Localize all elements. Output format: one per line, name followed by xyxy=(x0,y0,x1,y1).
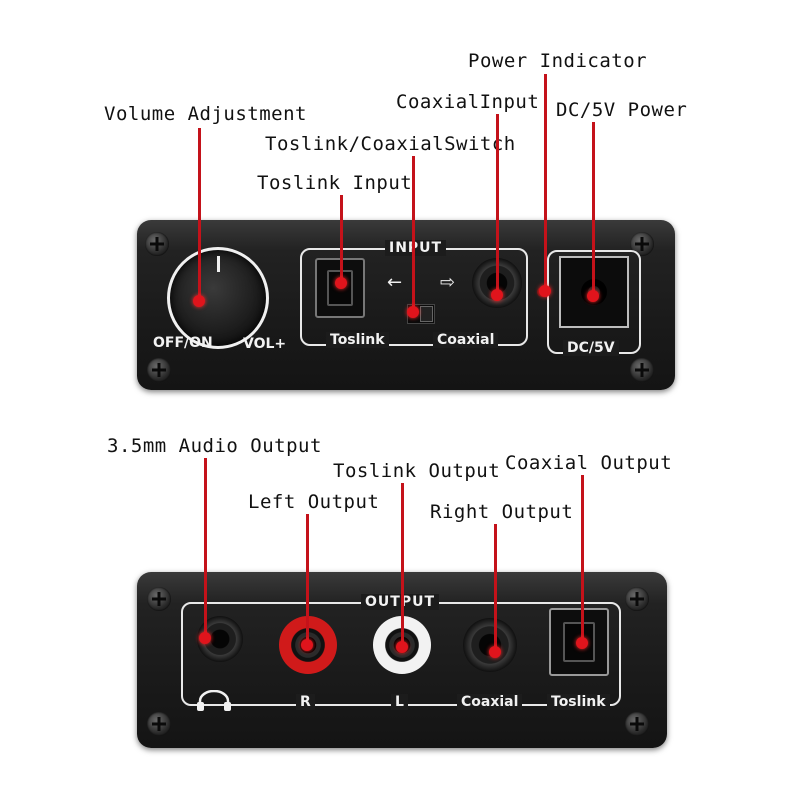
coaxial-label: Coaxial xyxy=(433,332,499,348)
toslink-input-dot xyxy=(335,277,347,289)
right-output-leader xyxy=(494,524,497,650)
dc-power-callout: DC/5V Power xyxy=(556,99,688,121)
power-indicator-dot xyxy=(539,285,551,297)
arrow-right-icon: ⇨ xyxy=(440,272,456,293)
screw-icon xyxy=(625,587,649,611)
audio-output-dot xyxy=(199,632,211,644)
toslink-output-port[interactable] xyxy=(549,608,609,676)
power-indicator-leader xyxy=(544,74,547,290)
volume-adjustment-callout: Volume Adjustment xyxy=(104,103,307,125)
switch-leader xyxy=(412,156,415,310)
screw-icon xyxy=(625,712,649,736)
screw-icon xyxy=(147,712,171,736)
left-output-dot xyxy=(301,639,313,651)
screw-icon xyxy=(147,358,171,382)
right-output-callout: Right Output xyxy=(430,501,574,523)
right-output-dot xyxy=(489,646,501,658)
input-panel: OFF/ON VOL+ INPUT ← ⇨ Toslink Coaxial DC… xyxy=(137,220,675,390)
coaxial-output-leader xyxy=(581,475,584,640)
r-label: R xyxy=(296,694,315,710)
audio-output-callout: 3.5mm Audio Output xyxy=(107,435,322,457)
left-output-callout: Left Output xyxy=(248,491,380,513)
coaxial-input-leader xyxy=(496,114,499,294)
toslink-out-label: Toslink xyxy=(547,694,610,710)
screw-icon xyxy=(147,587,171,611)
coaxial-output-dot xyxy=(576,637,588,649)
input-label: INPUT xyxy=(385,240,447,256)
audio-output-leader xyxy=(204,458,207,636)
l-label: L xyxy=(391,694,408,710)
screw-icon xyxy=(630,358,654,382)
dc-power-dot xyxy=(587,290,599,302)
vol-plus-label: VOL+ xyxy=(243,336,287,352)
arrow-left-icon: ← xyxy=(387,272,403,293)
toslink-shutter xyxy=(563,621,595,663)
power-indicator-callout: Power Indicator xyxy=(468,50,648,72)
switch-callout: Toslink/CoaxialSwitch xyxy=(265,133,516,155)
left-output-leader xyxy=(306,514,309,642)
toslink-output-leader xyxy=(401,483,404,645)
coaxial-input-dot xyxy=(491,289,503,301)
toslink-input-leader xyxy=(340,195,343,281)
headphone-icon xyxy=(197,690,231,711)
volume-leader xyxy=(198,128,201,300)
toslink-output-dot xyxy=(396,641,408,653)
output-label: OUTPUT xyxy=(361,594,439,610)
screw-icon xyxy=(145,232,169,256)
toslink-input-callout: Toslink Input xyxy=(257,172,413,194)
coaxial-output-port[interactable] xyxy=(463,618,517,672)
coaxial-out-label: Coaxial xyxy=(457,694,523,710)
knob-indicator xyxy=(217,256,220,272)
volume-knob[interactable] xyxy=(167,247,269,349)
dc-power-leader xyxy=(592,122,595,294)
off-on-label: OFF/ON xyxy=(153,335,213,351)
switch-lever[interactable] xyxy=(420,306,433,322)
toslink-label: Toslink xyxy=(326,332,389,348)
coaxial-output-callout: Coaxial Output xyxy=(505,452,673,474)
toslink-output-callout: Toslink Output xyxy=(333,460,501,482)
switch-dot xyxy=(407,306,419,318)
dc-label: DC/5V xyxy=(563,340,619,356)
coaxial-input-callout: CoaxialInput xyxy=(396,91,540,113)
volume-dot xyxy=(193,295,205,307)
